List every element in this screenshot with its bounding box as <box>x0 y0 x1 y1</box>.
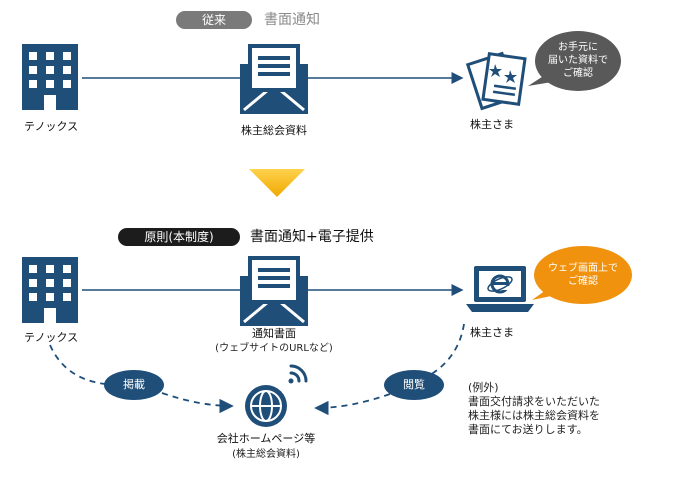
browser-e-icon <box>487 274 513 294</box>
web-bubble-text: ウェブ画面上で ご確認 <box>540 262 626 288</box>
envelope-icon <box>240 44 308 114</box>
new-system-badge: 原則(本制度) <box>118 228 240 246</box>
legacy-heading: 書面通知 <box>264 12 320 28</box>
legacy-receiver-label: 株主さま <box>470 118 514 131</box>
exception-line: 書面にてお送りします。 <box>468 423 588 436</box>
legacy-bubble-text: お手元に 届いた資料で ご確認 <box>540 41 616 80</box>
exception-line: 株主様には株主総会資料を <box>468 409 600 422</box>
bubble-line: ウェブ画面上で <box>548 263 618 274</box>
envelope-icon <box>240 256 308 326</box>
exception-line: 書面交付請求をいただいた <box>468 395 600 408</box>
legacy-badge: 従来 <box>176 11 252 29</box>
new-receiver-label: 株主さま <box>470 326 514 339</box>
exception-line: (例外) <box>468 381 499 394</box>
bubble-line: ご確認 <box>563 68 593 79</box>
bubble-line: 届いた資料で <box>548 55 608 66</box>
new-system-heading: 書面通知+電子提供 <box>250 229 374 245</box>
legacy-document-label: 株主総会資料 <box>241 124 307 137</box>
new-sender-label: テノックス <box>24 331 79 344</box>
website-label: 会社ホームページ等 <box>216 432 316 445</box>
transition-down-arrow <box>249 169 305 197</box>
website-sublabel: (株主総会資料) <box>232 449 300 460</box>
bubble-line: お手元に <box>558 42 598 53</box>
building-icon <box>22 44 78 110</box>
posting-label: 掲載 <box>104 370 164 400</box>
notice-label: 通知書面 <box>252 327 296 340</box>
globe-icon <box>245 385 287 427</box>
posting-flow-path <box>49 344 232 406</box>
wifi-signal-icon <box>288 364 308 384</box>
exception-note: (例外) 書面交付請求をいただいた 株主様には株主総会資料を 書面にてお送りしま… <box>468 381 600 437</box>
notice-sublabel: (ウェブサイトのURLなど) <box>215 343 333 354</box>
building-icon <box>22 257 78 323</box>
bubble-line: ご確認 <box>568 276 598 287</box>
legacy-speech-bubble <box>528 31 621 91</box>
legacy-sender-label: テノックス <box>24 120 79 133</box>
documents-icon <box>465 51 527 111</box>
browsing-label: 閲覧 <box>384 370 444 400</box>
web-speech-bubble <box>532 246 632 304</box>
